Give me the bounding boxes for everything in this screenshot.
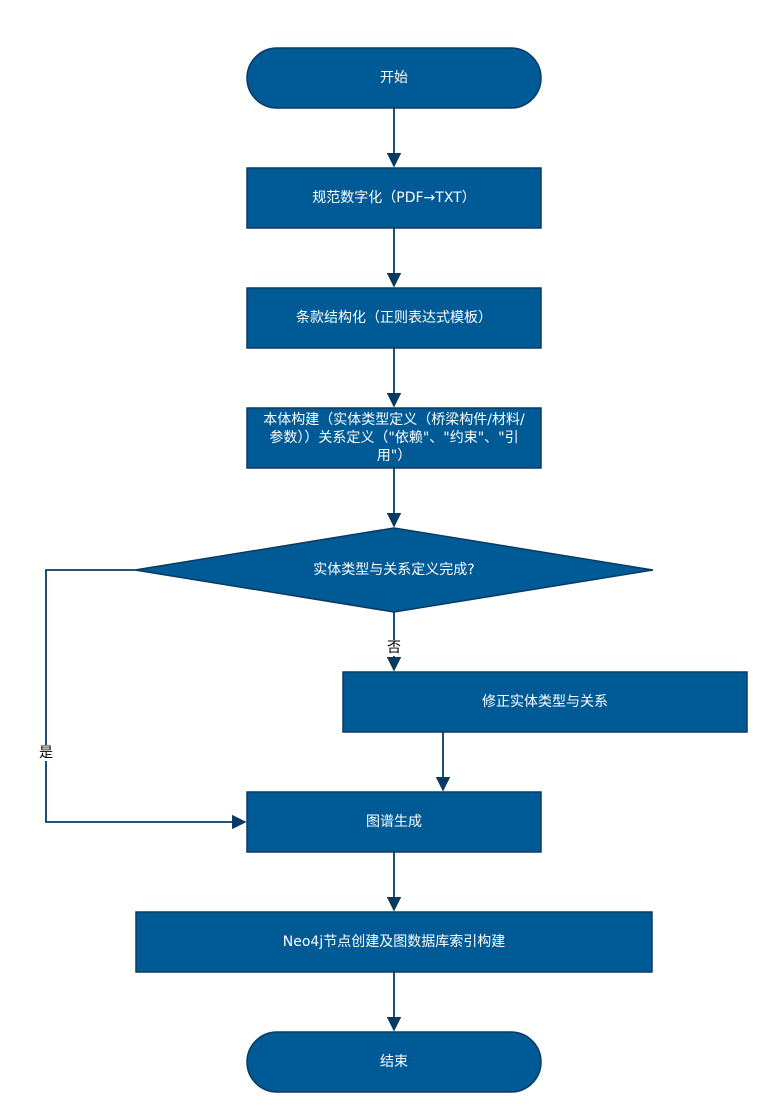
structure-label: 条款结构化（正则表达式模板） (296, 310, 492, 326)
graph-label: 图谱生成 (366, 814, 422, 830)
neo4j-process (135, 911, 653, 973)
edge-label-yes: 是 (37, 745, 55, 761)
ontology-label: 本体构建（实体类型定义（桥梁构件/材料/参数））关系定义（"依赖"、"约束"、"… (263, 412, 525, 464)
structure-process (246, 287, 542, 349)
graph-process (246, 791, 542, 853)
neo4j-label: Neo4j节点创建及图数据库索引构建 (282, 934, 506, 950)
start-label: 开始 (380, 70, 408, 86)
edge-label-no: 否 (385, 640, 403, 656)
decision-label: 实体类型与关系定义完成? (313, 562, 475, 578)
end-label: 结束 (380, 1054, 408, 1070)
end-terminal (246, 1031, 542, 1093)
ontology-process (246, 407, 542, 469)
revise-process (342, 671, 748, 733)
digitize-process (246, 167, 542, 229)
revise-label: 修正实体类型与关系 (482, 694, 608, 710)
edge-decision-yes-to-graph (45, 569, 247, 830)
digitize-label: 规范数字化（PDF→TXT） (312, 190, 476, 206)
